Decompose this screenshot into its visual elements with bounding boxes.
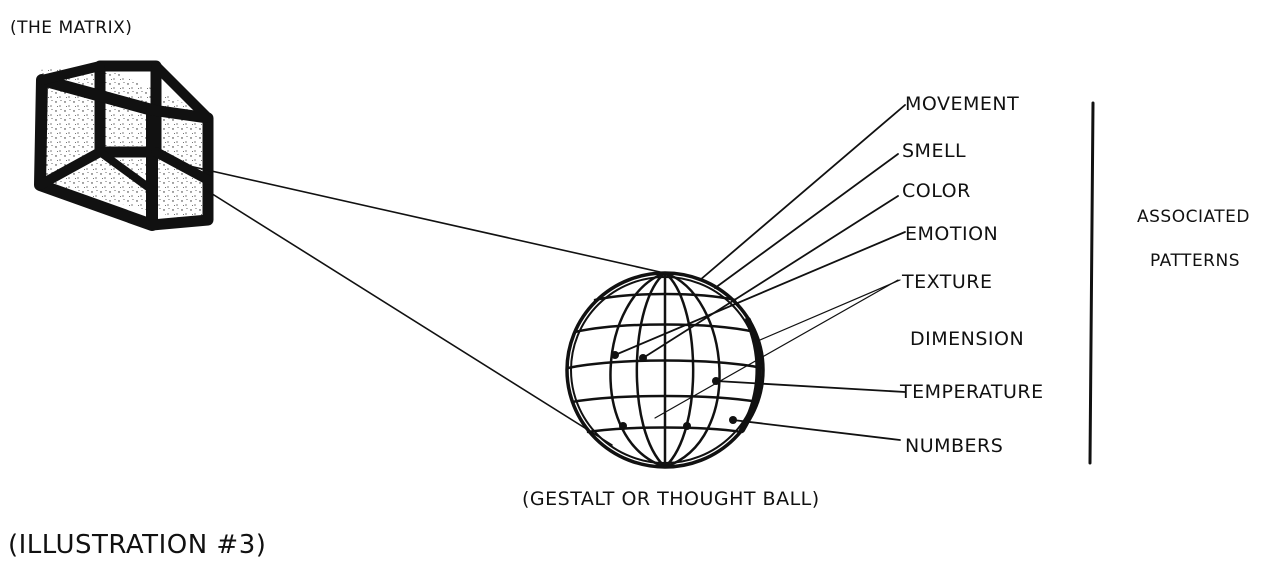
pattern-label-temperature: TEMPERATURE	[899, 381, 1044, 403]
pattern-label-emotion: EMOTION	[905, 223, 998, 245]
pattern-label-dimension: DIMENSION	[910, 328, 1024, 350]
thought-ball	[567, 273, 763, 467]
matrix-caption: (THE MATRIX)	[10, 18, 132, 38]
pattern-label-texture: TEXTURE	[901, 271, 993, 293]
side-label-line1: ASSOCIATED	[1137, 207, 1250, 227]
matrix-cube	[40, 65, 210, 225]
connector-line	[206, 190, 612, 445]
cube-to-ball-lines	[176, 163, 660, 445]
pattern-label-smell: SMELL	[902, 140, 966, 162]
side-label-line2: PATTERNS	[1150, 251, 1240, 271]
pattern-label-color: COLOR	[902, 180, 971, 202]
pattern-labels: MOVEMENT SMELL COLOR EMOTION TEXTURE DIM…	[899, 93, 1044, 457]
pattern-label-numbers: NUMBERS	[905, 435, 1003, 457]
pattern-label-movement: MOVEMENT	[905, 93, 1019, 115]
ball-caption: (GESTALT OR THOUGHT BALL)	[522, 488, 820, 510]
vertical-divider	[1090, 103, 1093, 463]
illustration-caption: (ILLUSTRATION #3)	[8, 530, 266, 560]
